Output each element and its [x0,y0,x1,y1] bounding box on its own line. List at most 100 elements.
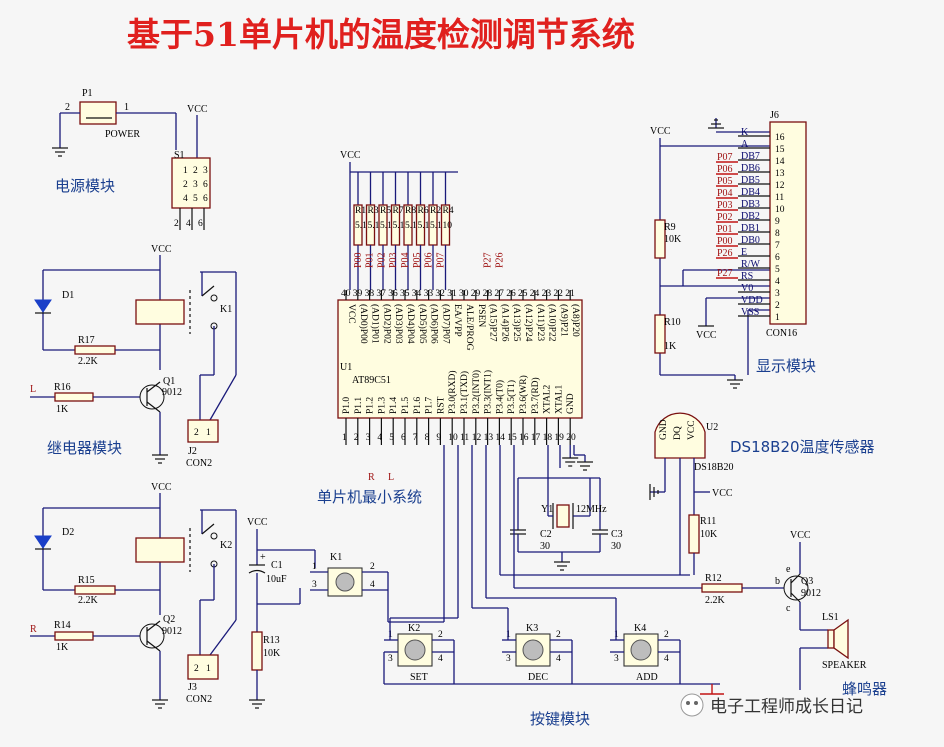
crystal-y1 [556,504,570,528]
s1-bottom-pin: 4 [186,219,191,229]
mcu-top-pin-number: 27 [494,289,504,299]
mcu-top-pin-number: 34 [412,289,422,299]
k1-pin: 3 [312,580,317,590]
q2-value: 9012 [162,626,182,637]
s1-bottom-pin: 2 [174,219,179,229]
connector-j2 [187,419,219,443]
mcu-bottom-pin-number: 7 [413,433,418,443]
display-net: P05 [717,176,733,187]
mcu-top-pin-name: (A14)P26 [499,304,510,342]
mcu-top-pin-name: (A11)P23 [535,304,546,341]
mcu-top-pin-number: 40 [341,289,351,299]
key-pin: 2 [556,630,561,640]
mcu-bottom-pin-number: 18 [543,433,553,443]
display-module-label: 显示模块 [756,357,816,375]
display-pin-name: DB3 [741,199,760,210]
display-pin-name: E [741,247,747,258]
r17-label: R17 [78,335,95,346]
s1-vcc-label: VCC [187,104,208,115]
mcu-bottom-pin-number: 16 [519,433,529,443]
y1-label: Y1 [541,504,553,515]
key-button-cap[interactable] [404,639,426,661]
sensor-module: GND DQ VCC U2 DS18B20 DS18B20温度传感器 VCC R… [649,412,875,575]
r12-value: 2.2K [705,595,726,606]
j6-value: CON16 [766,328,797,339]
power-module: P1 2 1 POWER VCC S1 1 2 3 2 3 6 4 5 6 2 … [52,88,211,230]
key-pin: 3 [614,654,619,664]
mcu-top-pin-name: VCC [346,304,356,324]
speaker-ls1-icon [827,629,835,649]
j2-label: J2 [188,446,197,457]
mcu-top-net: P26 [494,252,505,268]
mcu-module: VCC R15.1kR35.1kR55.1kR75.1kR85.1kR65.1k… [317,150,702,623]
display-pin-number: 10 [775,205,785,215]
mcu-top-pin-number: 33 [424,289,434,299]
c3-label: C3 [611,529,623,540]
mcu-top-pin-name: (A8)P20 [570,304,581,337]
mcu-top-pin-number: 39 [353,289,363,299]
k1-pin: 4 [370,580,375,590]
power-switch-s1[interactable] [171,157,211,209]
led-d1-icon [34,299,52,313]
watermark: 电子工程师成长日记 [680,693,863,717]
display-pin-number: 16 [775,133,785,143]
key-function-label: ADD [636,672,658,683]
resistor-r16 [54,392,94,402]
p1-pin1: 1 [124,102,129,113]
c2-value: 30 [540,541,550,552]
mcu-at89c51 [337,299,583,419]
r11-label: R11 [700,516,716,527]
mcu-vcc-label: VCC [340,150,361,161]
page-title: 基于51单片机的温度检测调节系统 [127,15,635,54]
reset-button-k1-cap[interactable] [335,572,355,592]
mcu-top-pin-name: (AD1)P01 [370,304,381,344]
power-module-label: 电源模块 [55,177,115,195]
mcu-bottom-pin-number: 17 [531,433,541,443]
mcu-bottom-pin-name: P1.0 [342,397,352,414]
u2-pin-vcc: VCC [687,420,697,440]
k1-pin: 1 [312,562,317,572]
mcu-bottom-pin-number: 4 [377,433,382,443]
mcu-bottom-pin-number: 5 [389,433,394,443]
rpack-label: R8 [405,206,416,216]
mcu-bottom-pin-name: XTAL2 [543,384,553,414]
rpack-value: 5.1k [430,221,447,231]
key-pin: 2 [438,630,443,640]
key-button-cap[interactable] [522,639,544,661]
display-module: VCC R9 10K R10 1K VCC P07P06P05P04P03P02… [650,110,816,389]
mcu-bottom-pin-name: RST [436,396,446,414]
display-pin-name: DB6 [741,163,760,174]
mcu-bottom-pin-name: P3.0(RXD) [447,370,458,414]
display-net: P07 [717,152,733,163]
resistor-r12 [701,583,743,593]
rpack-label: R4 [443,206,454,216]
ls1-label: LS1 [822,612,839,623]
u2-pin-dq: DQ [673,426,683,440]
r12-label: R12 [705,573,722,584]
rpack-value: 5.1k [418,221,435,231]
rpack-label: R3 [368,206,379,216]
key-function-label: SET [410,672,428,683]
lcd-connector-j6 [769,121,807,325]
mcu-top-net: P27 [483,252,494,268]
mcu-top-net: P00 [353,252,364,268]
sensor-module-label: DS18B20温度传感器 [730,438,875,456]
mcu-bottom-pin-name: P3.3(INT1) [483,370,494,414]
display-pin-name: V0 [741,283,753,294]
u1-part: AT89C51 [352,375,391,386]
rpack-label: R1 [355,206,366,216]
rpack-label: R5 [380,206,391,216]
relay1-vcc-label: VCC [151,244,172,255]
c1-plus: + [260,552,266,563]
relay-module-1: VCC D1 R17 2.2K K1 L R16 1K [30,244,237,469]
r16-label: R16 [54,382,71,393]
mcu-bottom-pins: 1P1.02P1.13P1.24P1.35P1.46P1.57P1.68P1.7… [342,370,579,467]
rpack-value: 5.1k [405,221,422,231]
mcu-bottom-pin-number: 13 [484,433,494,443]
q1-value: 9012 [162,387,182,398]
led-d2-icon [34,535,52,549]
s1-pin: 4 [183,194,188,204]
key-button-cap[interactable] [630,639,652,661]
